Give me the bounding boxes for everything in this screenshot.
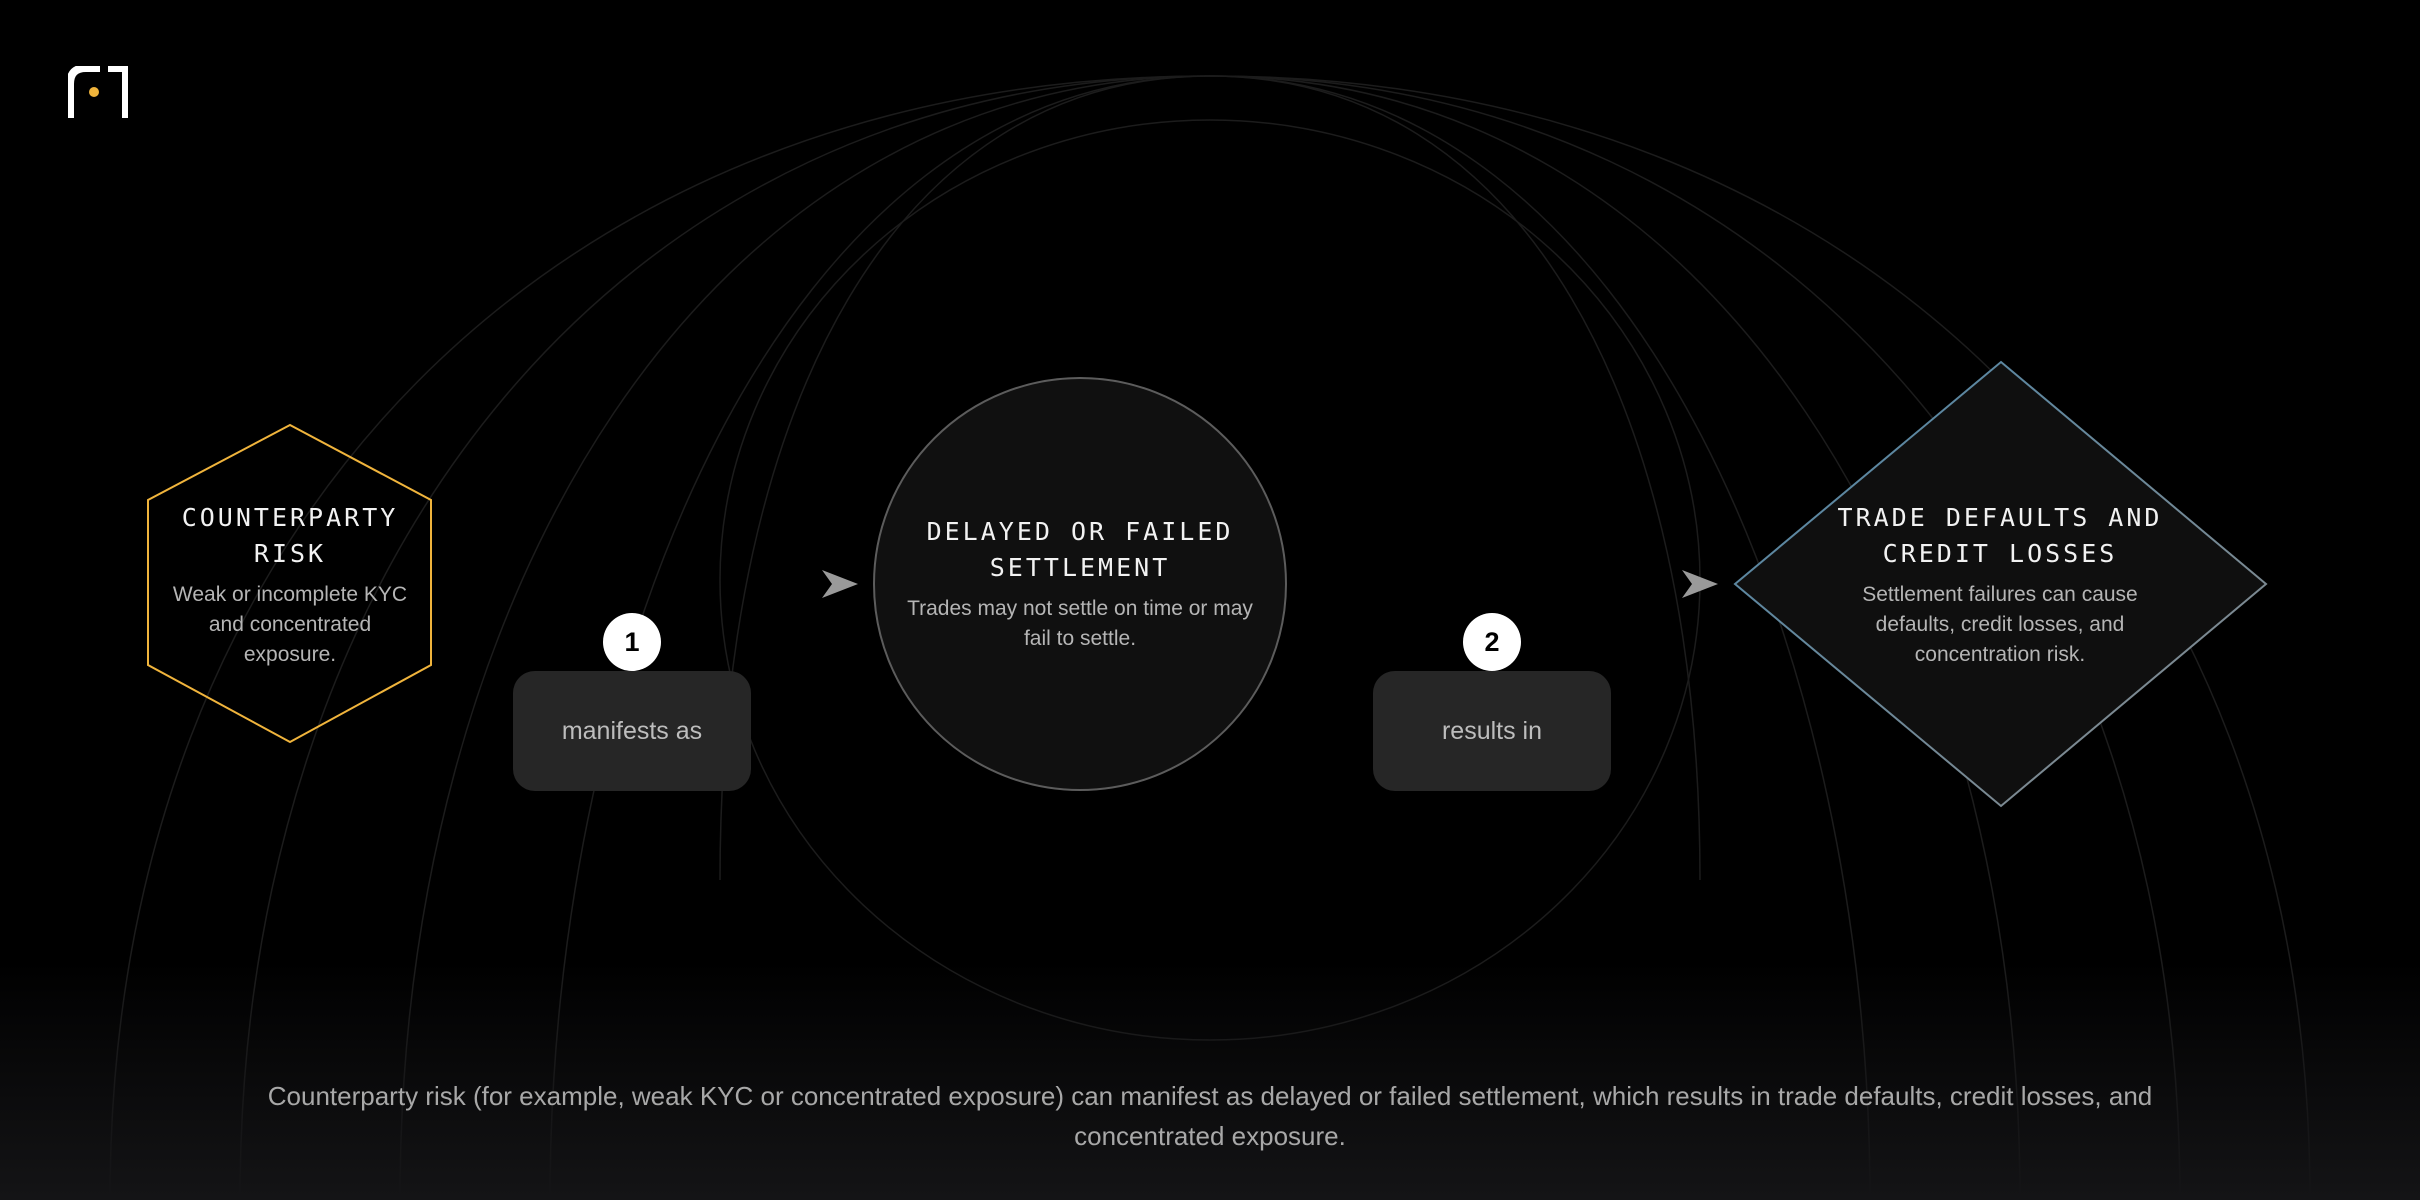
edge-label-2: results in [1373,671,1611,791]
brand-logo-icon [68,66,128,118]
node-title: DELAYED OR FAILED SETTLEMENT [926,517,1234,582]
diamond-node: TRADE DEFAULTS AND CREDIT LOSSES Settlem… [1830,500,2170,670]
hexagon-node: COUNTERPARTY RISK Weak or incomplete KYC… [160,500,420,670]
step-badge-2: 2 [1463,613,1521,671]
node-title: TRADE DEFAULTS AND CREDIT LOSSES [1837,503,2163,568]
edge-label-1: manifests as [513,671,751,791]
node-description: Trades may not settle on time or may fai… [907,597,1253,650]
node-description: Settlement failures can cause defaults, … [1862,583,2138,666]
node-description: Weak or incomplete KYC and concentrated … [172,583,408,666]
circle-node: DELAYED OR FAILED SETTLEMENT Trades may … [900,514,1260,654]
step-badge-1: 1 [603,613,661,671]
node-title: COUNTERPARTY RISK [181,503,399,568]
diagram-caption: Counterparty risk (for example, weak KYC… [267,1081,2153,1151]
